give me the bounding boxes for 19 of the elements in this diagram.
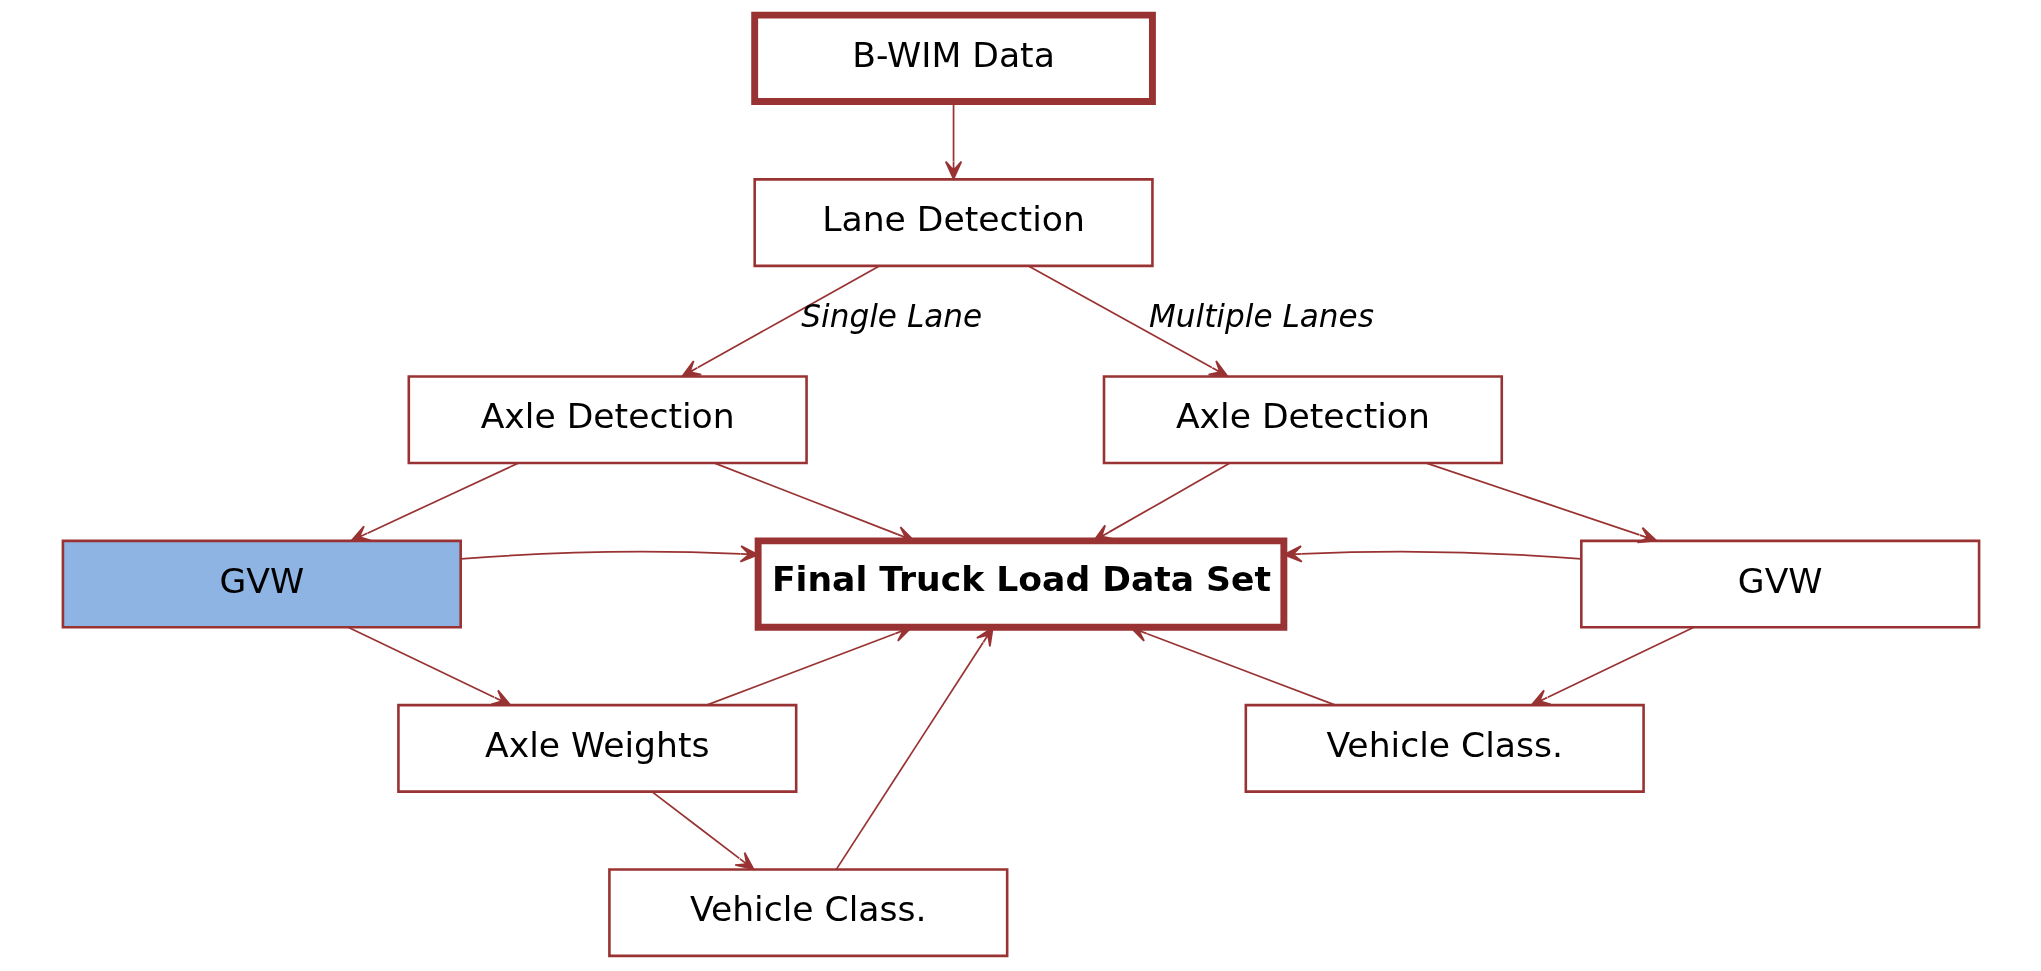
arrow [1530, 626, 1694, 706]
node-box: GVW [1579, 539, 1980, 629]
node-box: Axle Weights [396, 703, 797, 793]
node-box: Axle Detection [407, 375, 808, 465]
node-box: Vehicle Class. [1244, 703, 1645, 793]
arrow [681, 265, 880, 378]
node-box: Vehicle Class. [607, 868, 1008, 958]
edge-label: Multiple Lanes [1148, 298, 1374, 335]
edge-label: Single Lane [800, 298, 982, 335]
node-box: Axle Detection [1102, 375, 1503, 465]
arrow [1425, 462, 1657, 544]
arrow [350, 462, 519, 542]
arrow [1027, 265, 1228, 378]
node-box: Lane Detection [752, 178, 1154, 268]
node-box: Final Truck Load Data Set [754, 537, 1287, 631]
node-box: B-WIM Data [750, 11, 1156, 106]
node-box: GVW [61, 539, 462, 629]
arrow [347, 626, 511, 706]
arrow [650, 791, 755, 871]
